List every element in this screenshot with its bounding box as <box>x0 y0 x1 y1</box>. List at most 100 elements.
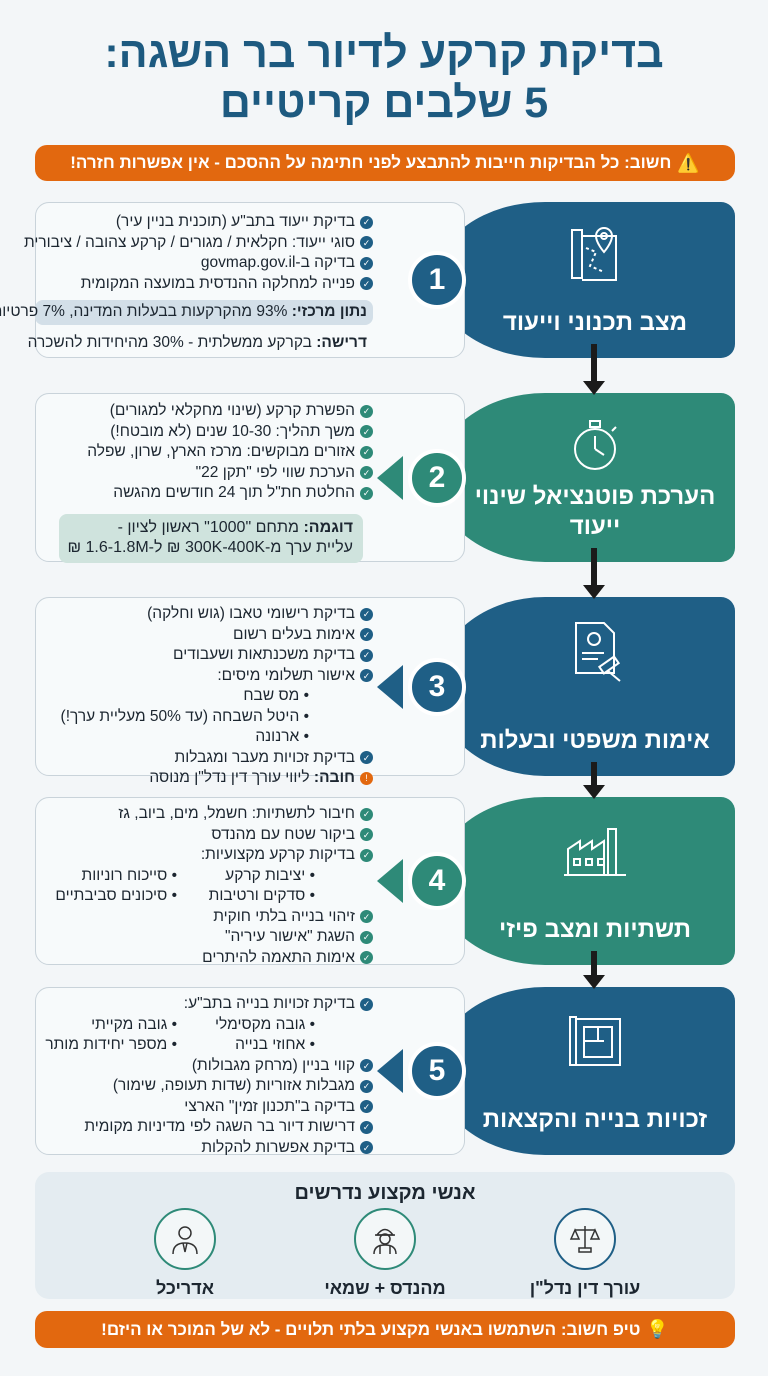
check-icon: ✓ <box>360 648 373 662</box>
arrow-down-icon <box>583 548 605 599</box>
sub-bullet-row: • יציבות קרקע• סייכוח רוניוות <box>81 866 315 884</box>
checklist-item: ✓משך תהליך: 10-30 שנים (לא מובטח!) <box>35 422 373 443</box>
step-number: 3 <box>408 657 466 716</box>
check-icon: ✓ <box>360 1141 373 1155</box>
checklist-item: ✓מגבלות אזוריות (שדות תעופה, שימור) <box>35 1076 373 1097</box>
step-2: הערכת פוטנציאל שינוי ייעוד 2 ✓הפשרת קרקע … <box>35 393 735 563</box>
sub-bullet-row: • אחוזי בנייה• מספר יחידות מותר <box>45 1036 315 1053</box>
checklist-item: ✓הערכת שווי לפי "תקן 22" <box>35 463 373 484</box>
step-checklist: ✓בדיקת ייעוד בתב"ע (תוכנית בניין עיר)✓סו… <box>0 212 373 355</box>
chevron-left-icon <box>377 455 403 500</box>
sub-bullet-row: • סדקים ורטיבות• סיכונים סביבתיים <box>55 887 315 904</box>
mandatory-note: !חובה: ליווי עורך דין נדל"ן מנוסה <box>35 768 373 789</box>
chevron-left-icon <box>377 664 403 709</box>
chevron-left-icon <box>377 859 403 903</box>
step-header-panel: אימות משפטי ובעלות <box>435 597 735 776</box>
check-icon: ✓ <box>360 256 373 270</box>
checklist-item: ✓אזורים מבוקשים: מרכז הארץ, שרון, שפלה <box>35 442 373 463</box>
checklist-item: ✓בדיקת משכנתאות ושעבודים <box>35 645 373 666</box>
check-icon: ✓ <box>360 1059 373 1073</box>
check-icon: ✓ <box>360 215 373 229</box>
stopwatch-icon <box>574 420 617 470</box>
step-title: זכויות בנייה והקצאות <box>482 1106 708 1133</box>
step-header-panel: הערכת פוטנציאל שינוי ייעוד <box>435 393 735 562</box>
checklist-item: ✓אימות בעלים רשום <box>35 625 373 646</box>
arrow-down-icon <box>583 951 605 989</box>
key-fact-note: נתון מרכזי: 93% מהקרקעות בבעלות המדינה, … <box>0 300 373 325</box>
check-icon: ✓ <box>360 807 373 821</box>
check-icon: ✓ <box>360 669 373 683</box>
checklist-item: ✓חיבור לתשתיות: חשמל, מים, ביוב, גז <box>35 804 373 825</box>
engineer-hardhat-icon <box>354 1208 416 1270</box>
page-title: בדיקת קרקע לדיור בר השגה: 5 שלבים קריטיי… <box>104 29 664 127</box>
checklist-item: ✓סוגי ייעוד: חקלאית / מגורים / קרקע צהוב… <box>24 233 373 254</box>
step-number: 2 <box>408 448 466 507</box>
checklist-item: ✓דרישות דיור בר השגה לפי מדיניות מקומית <box>35 1117 373 1138</box>
step-1: מצב תכנוני וייעוד 1 ✓בדיקת ייעוד בתב"ע (ת… <box>0 202 735 358</box>
map-pin-icon <box>571 226 617 281</box>
checklist-item: ✓בדיקת זכויות מעבר ומגבלות <box>35 748 373 769</box>
warning-banner: ⚠️ חשוב: כל הבדיקות חייבות להתבצע לפני ח… <box>35 145 735 181</box>
warning-icon: ⚠️ <box>677 152 700 173</box>
check-icon: ✓ <box>360 930 373 944</box>
check-icon: ✓ <box>360 628 373 642</box>
tip-banner: 💡 טיפ חשוב: השתמשו באנשי מקצוע בלתי תלוי… <box>35 1311 735 1348</box>
sub-bullet-item: • מס שבח <box>243 687 309 704</box>
check-icon: ✓ <box>360 910 373 924</box>
step-number: 4 <box>408 852 466 910</box>
check-icon: ✓ <box>360 236 373 250</box>
chevron-left-icon <box>377 1049 403 1093</box>
step-checklist: ✓בדיקת זכויות בנייה בתב"ע:• גובה מקסימלי… <box>35 994 373 1158</box>
checklist-item: ✓בדיקת זכויות בנייה בתב"ע: <box>35 994 373 1015</box>
professional-engineer: מהנדס + שמאי <box>305 1208 465 1299</box>
checklist-item: ✓השגת "אישור עיריה" <box>35 927 373 948</box>
checklist-item: ✓בדיקה ב-govmap.gov.il <box>35 253 373 274</box>
checklist-item: ✓זיהוי בנייה בלתי חוקית <box>35 907 373 928</box>
step-title: הערכת פוטנציאל שינוי ייעוד <box>474 483 716 540</box>
checklist-item: ✓פנייה למחלקה ההנדסית במועצה המקומית <box>35 274 373 295</box>
check-icon: ✓ <box>360 277 373 291</box>
checklist-item: ✓החלטת חת"ל תוך 24 חודשים מהגשה <box>35 483 373 504</box>
step-5: זכויות בנייה והקצאות 5 ✓בדיקת זכויות בניי… <box>35 987 735 1158</box>
checklist-item: ✓בדיקה ב"תכנון זמין" הארצי <box>35 1097 373 1118</box>
scales-icon <box>554 1208 616 1270</box>
checklist-item: ✓בדיקת אפשרות להקלות <box>35 1138 373 1159</box>
step-number: 1 <box>408 251 466 309</box>
step-4: תשתיות ומצב פיזי 4 ✓חיבור לתשתיות: חשמל, … <box>35 797 735 968</box>
step-checklist: ✓חיבור לתשתיות: חשמל, מים, ביוב, גז✓ביקו… <box>35 804 373 968</box>
professional-architect: אדריכל <box>105 1208 265 1299</box>
step-title: תשתיות ומצב פיזי <box>499 916 691 943</box>
checklist-item: ✓בדיקת רישומי טאבו (גוש וחלקה) <box>35 604 373 625</box>
check-icon: ✓ <box>360 848 373 862</box>
check-icon: ✓ <box>360 445 373 459</box>
check-icon: ✓ <box>360 1079 373 1093</box>
key-fact-note: דרישה: בקרקע ממשלתית - 30% מהיחידות להשכ… <box>27 333 367 351</box>
sub-bullet-item: • ארנונה <box>255 728 309 745</box>
key-fact-note: דוגמה: מתחם "1000" ראשון לציון -עליית ער… <box>59 513 363 563</box>
checklist-item: ✓קווי בניין (מרחק מגבולות) <box>35 1056 373 1077</box>
step-title: מצב תכנוני וייעוד <box>502 309 688 336</box>
professional-lawyer: עורך דין נדל"ן <box>505 1208 665 1299</box>
step-number: 5 <box>408 1042 466 1100</box>
check-icon: ✓ <box>360 1120 373 1134</box>
check-icon: ✓ <box>360 828 373 842</box>
check-icon: ✓ <box>360 607 373 621</box>
factory-icon <box>564 828 626 876</box>
arrow-down-icon <box>583 762 605 799</box>
sub-bullet-row: • גובה מקסימלי• גובה מקייתי <box>91 1015 315 1033</box>
professionals-title: אנשי מקצוע נדרשים <box>294 1182 476 1204</box>
legal-document-gavel-icon <box>575 622 621 682</box>
step-3: אימות משפטי ובעלות 3 ✓בדיקת רישומי טאבו (… <box>35 597 735 786</box>
check-icon: ✓ <box>360 466 373 480</box>
check-icon: ✓ <box>360 951 373 965</box>
checklist-item: ✓הפשרת קרקע (שינוי מחקלאי למגורים) <box>35 401 373 422</box>
lightbulb-icon: 💡 <box>646 1319 669 1339</box>
checklist-item: ✓אישור תשלומי מיסים: <box>35 666 373 687</box>
arrow-down-icon <box>583 344 605 395</box>
blueprint-icon <box>569 1016 621 1066</box>
check-icon: ✓ <box>360 1100 373 1114</box>
checklist-item: ✓ביקור שטח עם מהנדס <box>35 825 373 846</box>
sub-bullet-item: • היטל השבחה (עד 50% מעליית ערך!) <box>60 707 309 725</box>
checklist-item: ✓בדיקות קרקע מקצועיות: <box>35 845 373 866</box>
step-details-box <box>35 202 465 358</box>
